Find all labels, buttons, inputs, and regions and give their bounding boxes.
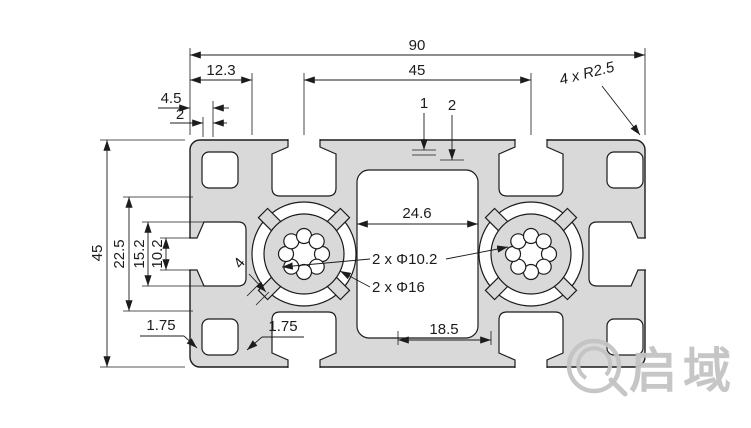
dim-label: 45	[409, 62, 426, 79]
dim-bottom-wall-outer: 1.75	[140, 317, 198, 349]
dim-label: 90	[409, 37, 426, 54]
leader-line	[281, 258, 371, 270]
t-slot-bottom-left	[271, 311, 337, 368]
dim-label: 22.5	[111, 239, 128, 268]
dim-label: 2 x Φ16	[372, 279, 425, 296]
screw-hole-petal	[535, 233, 552, 250]
profile-section	[189, 139, 646, 368]
watermark: 启域	[566, 338, 737, 398]
watermark-logo-swirl	[576, 346, 613, 380]
leader-line	[183, 335, 198, 349]
t-slot-top-left	[271, 139, 337, 197]
t-slot-right	[588, 221, 646, 287]
dim-label: 45	[89, 245, 106, 262]
watermark-logo-tail	[608, 377, 628, 397]
t-slot-left	[189, 221, 247, 287]
dim-label: 24.6	[402, 205, 431, 222]
dim-label: 12.3	[206, 62, 235, 79]
t-slot-bottom-right	[498, 311, 564, 368]
dim-label: 2	[176, 106, 184, 123]
note-core-bosses: 2 x Φ16	[339, 270, 425, 296]
dim-left-lip: 2	[170, 106, 227, 137]
dim-label: 1.75	[268, 318, 297, 335]
dim-top-rib: 1	[412, 95, 436, 156]
t-slot-top-right	[498, 139, 564, 197]
leader-line	[246, 336, 263, 351]
core-boss-left	[251, 201, 357, 307]
dim-label: 4 x R2.5	[558, 58, 617, 88]
leader-line	[339, 270, 371, 288]
dim-left-wall: 4.5	[158, 90, 229, 137]
core-boss-right	[478, 201, 584, 307]
note-corner-radius: 4 x R2.5	[558, 58, 641, 136]
corner-cavity-bottom-left	[201, 318, 239, 356]
dim-slot-pitch: 45	[303, 62, 532, 135]
dim-top-section-width: 12.3	[190, 62, 253, 135]
dim-label: 4.5	[161, 90, 182, 107]
dim-left-slot-opening: 10.2	[149, 237, 194, 271]
tick-line	[246, 282, 261, 297]
dim-label: 1	[420, 95, 428, 112]
leader-line	[445, 245, 509, 260]
dim-overall-height: 45	[89, 139, 185, 368]
dim-top-wall: 2	[440, 97, 464, 171]
dim-label: 2	[448, 97, 456, 114]
tick-line	[255, 291, 270, 306]
corner-cavity-top-left	[201, 151, 239, 189]
dim-overall-width: 90	[189, 37, 646, 135]
dim-label: 1.75	[146, 317, 175, 334]
dim-bottom-wall-inner: 1.75	[246, 318, 304, 351]
note-screw-holes: 2 x Φ10.2	[281, 245, 509, 270]
dim-label: 15.2	[131, 239, 148, 268]
corner-cavity-top-right	[606, 151, 644, 189]
dim-label: 18.5	[429, 321, 458, 338]
leader-line	[601, 85, 641, 136]
dim-label: 10.2	[149, 239, 166, 268]
dim-left-slot-cavity: 15.2	[131, 221, 206, 287]
dim-label: 2 x Φ10.2	[372, 251, 437, 268]
dim-bottom-cavity-width: 18.5	[397, 321, 492, 345]
corner-cavity-bottom-right	[606, 318, 644, 356]
dim-center-cavity-width: 24.6	[357, 205, 478, 228]
dim-left-slot-overall: 22.5	[111, 196, 193, 312]
watermark-text: 启域	[629, 345, 737, 398]
watermark-logo-ring	[566, 338, 622, 394]
screw-hole-petal	[308, 233, 325, 250]
leader-line	[248, 273, 267, 293]
